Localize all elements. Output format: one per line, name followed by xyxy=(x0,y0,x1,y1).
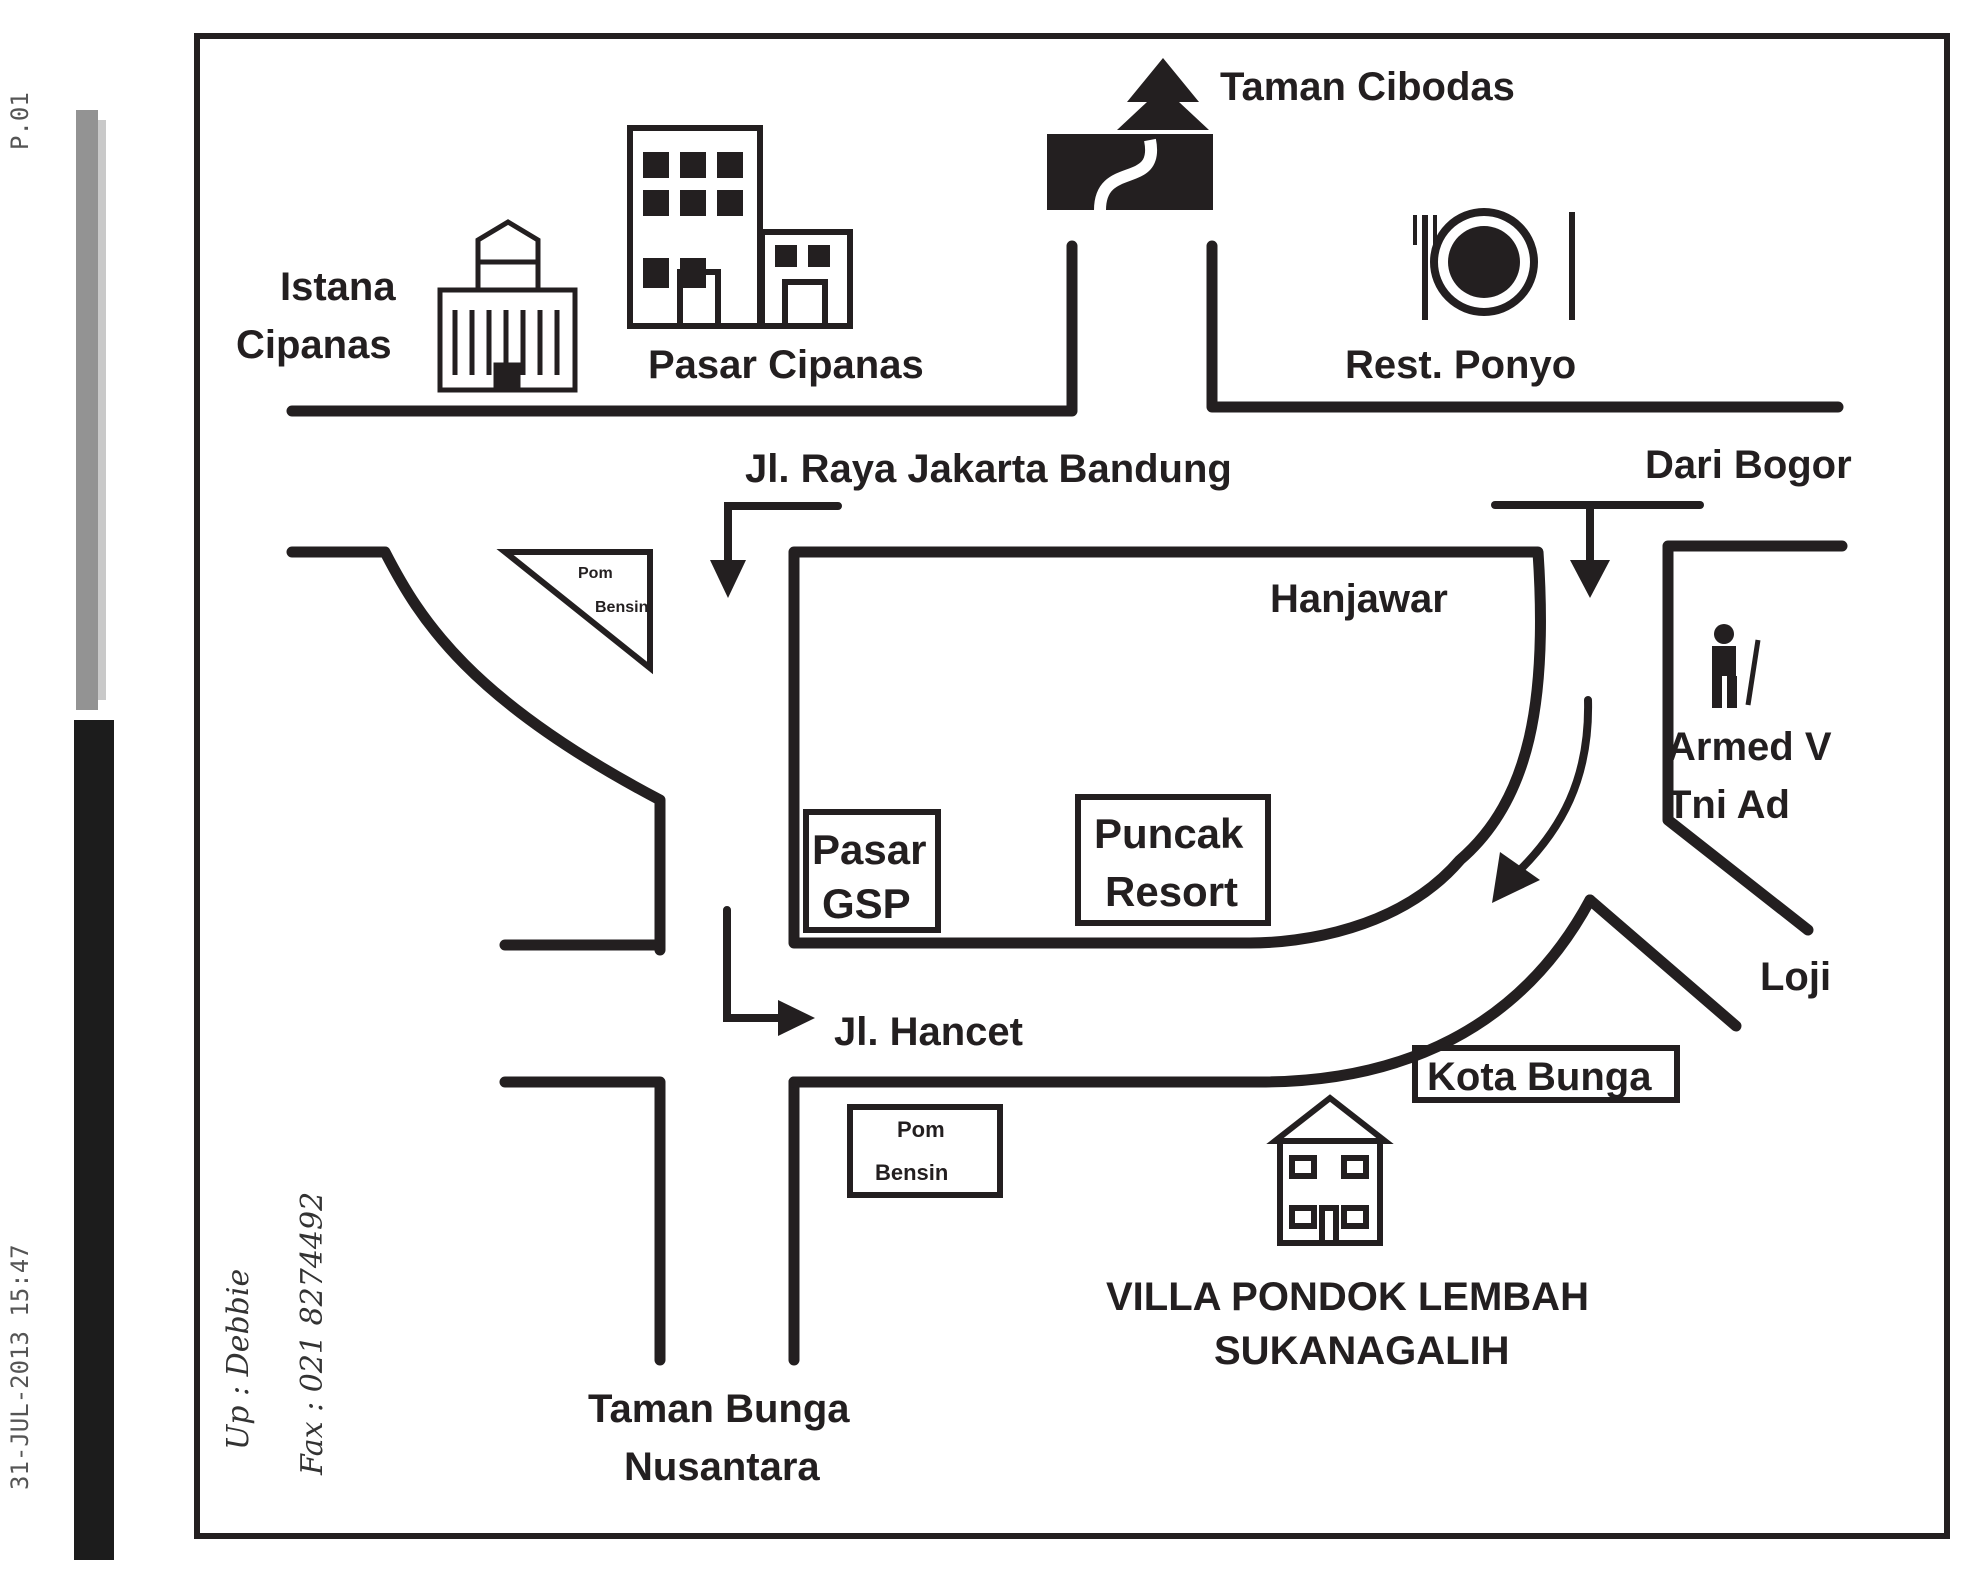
taman-bunga-line2: Nusantara xyxy=(624,1445,820,1489)
label-armed-line2: Tni Ad xyxy=(1667,783,1790,827)
arrow-hancet-line xyxy=(723,906,784,1022)
kota-bunga-label: Kota Bunga xyxy=(1427,1055,1652,1099)
villa-name-line2: SUKANAGALIH xyxy=(1214,1329,1510,1373)
market-building-icon xyxy=(627,125,853,329)
puncak-resort-line1: Puncak xyxy=(1094,810,1244,857)
villa-name-line1: VILLA PONDOK LEMBAH xyxy=(1106,1275,1589,1319)
pom-bensin-small-line2: Bensin xyxy=(595,599,648,616)
arrow-down-jl-raya-head xyxy=(710,560,746,598)
arrow-heads xyxy=(710,560,1610,1036)
puncak-resort-line2: Resort xyxy=(1105,868,1238,915)
pom-bensin-small-line1: Pom xyxy=(578,565,613,582)
label-jl-raya: Jl. Raya Jakarta Bandung xyxy=(745,447,1232,491)
kota-bunga-box xyxy=(1412,1045,1680,1103)
arrow-jl-raya-line xyxy=(724,502,842,564)
pasar-gsp-box xyxy=(803,809,941,933)
restaurant-icon xyxy=(1413,208,1575,320)
label-rest-ponyo: Rest. Ponyo xyxy=(1345,343,1576,387)
pom-bensin-line1: Pom xyxy=(897,1117,945,1142)
pasar-gsp-line1: Pasar xyxy=(812,826,926,873)
soldier-icon xyxy=(1712,624,1761,708)
road-top-left xyxy=(286,240,1078,417)
fax-edge-artifacts xyxy=(74,110,114,1560)
road-left-lower xyxy=(499,1076,666,1366)
label-dari-bogor: Dari Bogor xyxy=(1645,443,1852,487)
label-taman-cibodas: Taman Cibodas xyxy=(1220,65,1515,109)
label-loji: Loji xyxy=(1760,955,1831,999)
palace-icon xyxy=(437,219,578,393)
road-right xyxy=(1662,540,1848,936)
pom-bensin-box xyxy=(847,1104,1003,1198)
pom-bensin-triangle xyxy=(496,549,653,675)
label-boxes xyxy=(803,794,1680,1198)
pine-tree-icon xyxy=(1047,58,1213,211)
taman-bunga-line1: Taman Bunga xyxy=(588,1387,850,1431)
fax-page-number: P.01 xyxy=(6,92,34,150)
label-jl-hancet: Jl. Hancet xyxy=(834,1010,1023,1054)
label-hanjawar: Hanjawar xyxy=(1270,577,1448,621)
map-frame xyxy=(194,33,1950,1539)
arrow-curve-line xyxy=(1516,696,1593,874)
arrow-curve-head xyxy=(1492,852,1540,903)
road-left-upper xyxy=(286,546,666,956)
road-kota-bunga-right xyxy=(1584,894,1742,1032)
label-armed-line1: Armed V xyxy=(1667,725,1832,769)
road-top-right xyxy=(1206,240,1844,413)
fax-timestamp: 31-JUL-2013 15:47 xyxy=(6,1244,34,1490)
handwritten-fax: Fax : 021 8274492 xyxy=(295,1192,330,1476)
arrow-down-bogor-head xyxy=(1570,560,1610,598)
handwritten-contact: Up : Debbie xyxy=(221,1269,256,1450)
label-pasar-cipanas: Pasar Cipanas xyxy=(648,343,924,387)
label-istana-line2: Cipanas xyxy=(236,323,392,367)
puncak-resort-box xyxy=(1075,794,1271,926)
direction-arrows xyxy=(723,501,1704,1022)
road-jl-hancet xyxy=(788,894,1596,1088)
pom-bensin-line2: Bensin xyxy=(875,1160,948,1185)
arrow-right-hancet-head xyxy=(778,1000,815,1036)
house-icon xyxy=(1266,1094,1394,1246)
block-hanjawar xyxy=(788,546,1547,949)
pasar-gsp-line2: GSP xyxy=(822,880,911,927)
label-istana-line1: Istana xyxy=(280,265,396,309)
roads xyxy=(286,240,1848,1366)
